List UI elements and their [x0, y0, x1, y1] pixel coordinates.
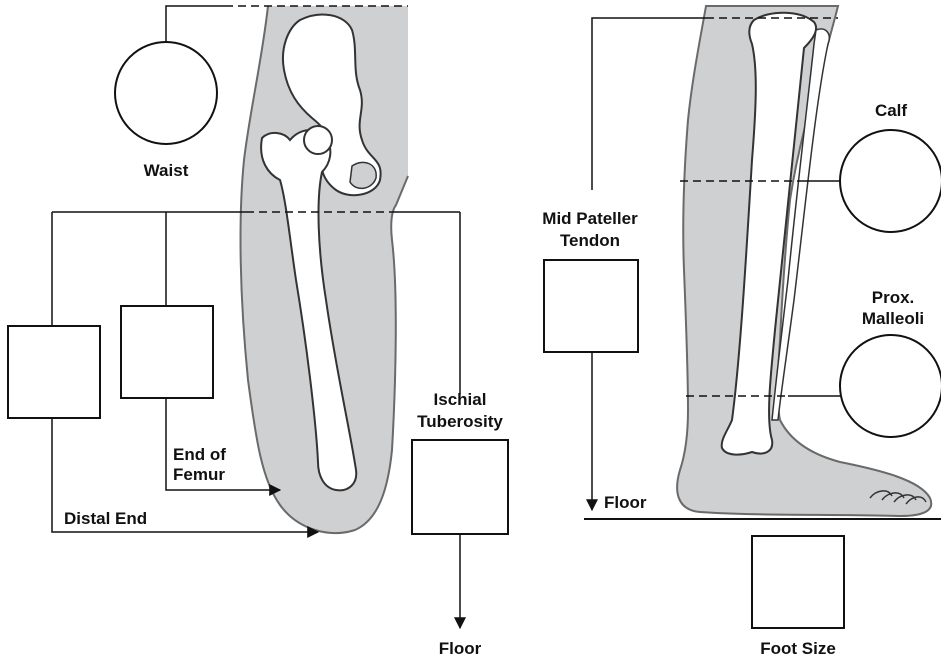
mid-pateller-box: [544, 260, 638, 352]
ischial-tuberosity-box: [412, 440, 508, 534]
ischial-label-line1: Ischial: [434, 390, 487, 409]
foot-size-label: Foot Size: [760, 639, 836, 658]
foot-size-measurement: Foot Size: [752, 536, 844, 658]
end-of-femur-label-line2: Femur: [173, 465, 225, 484]
floor-right-label: Floor: [604, 493, 647, 512]
femoral-head: [304, 126, 332, 154]
distal-end-label: Distal End: [64, 509, 147, 528]
left-limb-figure: [241, 6, 408, 533]
distal-end-box: [8, 326, 100, 418]
calf-label: Calf: [875, 101, 907, 120]
lower-leg: [677, 6, 931, 516]
end-of-femur-label-line1: End of: [173, 445, 226, 464]
end-of-femur-box: [121, 306, 213, 398]
obturator-foramen: [350, 162, 376, 188]
mid-pateller-label-line2: Tendon: [560, 231, 620, 250]
prox-malleoli-circle-box: [840, 335, 941, 437]
ischial-tuberosity-measurement: Ischial Tuberosity Floor: [412, 390, 508, 658]
floor-left-label: Floor: [439, 639, 482, 658]
calf-circle-box: [840, 130, 941, 232]
waist-circle-box: [115, 42, 217, 144]
ischial-label-line2: Tuberosity: [417, 412, 503, 431]
waist-label: Waist: [144, 161, 189, 180]
prox-malleoli-label-line2: Malleoli: [862, 309, 924, 328]
foot-size-box: [752, 536, 844, 628]
right-leg-figure: [677, 6, 931, 516]
mid-pateller-label-line1: Mid Pateller: [542, 209, 638, 228]
prox-malleoli-label-line1: Prox.: [872, 288, 915, 307]
